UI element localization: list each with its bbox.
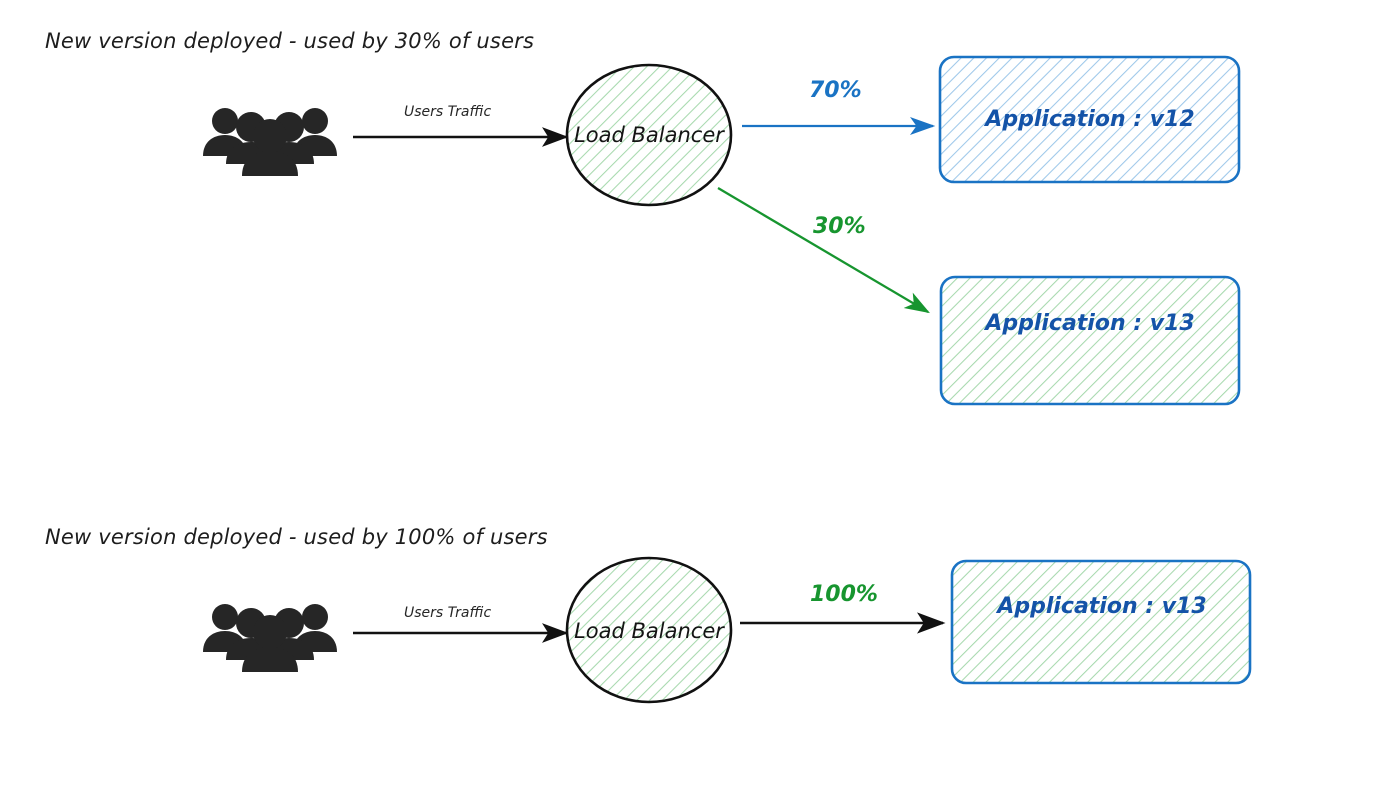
section-title-canary: New version deployed - used by 30% of us… bbox=[45, 29, 535, 53]
users-group-icon bbox=[203, 108, 337, 176]
node-label-load-balancer-bottom: Load Balancer bbox=[574, 619, 724, 643]
users-group-icon bbox=[203, 604, 337, 672]
app-box-v12 bbox=[938, 55, 1241, 184]
edge-label-100-percent: 100% bbox=[810, 582, 878, 607]
edge-label-users-traffic-bottom: Users Traffic bbox=[404, 605, 492, 621]
node-label-app-v13-canary: Application : v13 bbox=[985, 311, 1195, 336]
edge-label-70-percent: 70% bbox=[809, 78, 862, 103]
node-label-app-v13-full: Application : v13 bbox=[997, 594, 1207, 619]
edge-30-percent bbox=[717, 187, 930, 314]
load-balancer-node-top bbox=[565, 63, 733, 207]
node-label-app-v12: Application : v12 bbox=[985, 107, 1195, 132]
load-balancer-node-bottom bbox=[565, 556, 733, 704]
node-label-load-balancer-top: Load Balancer bbox=[574, 123, 724, 147]
app-box-v13-full bbox=[950, 559, 1252, 685]
edge-label-30-percent: 30% bbox=[813, 214, 866, 239]
app-box-v13-canary bbox=[939, 275, 1241, 406]
edge-label-users-traffic-top: Users Traffic bbox=[404, 104, 492, 120]
section-title-full-rollout: New version deployed - used by 100% of u… bbox=[45, 525, 548, 549]
